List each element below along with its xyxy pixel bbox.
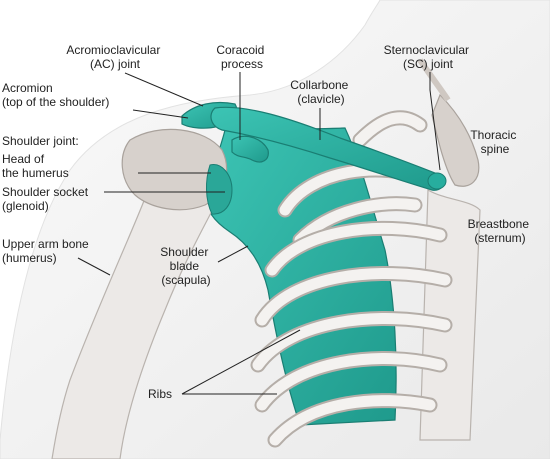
- sc-joint: [427, 172, 447, 190]
- coracoid: [231, 135, 269, 163]
- label-shoulder-joint: Shoulder joint:: [2, 134, 79, 148]
- ribs-group: [250, 110, 453, 448]
- label-upper-arm: Upper arm bone (humerus): [2, 237, 92, 265]
- labels: Acromioclavicular (AC) joint Coracoid pr…: [2, 43, 533, 401]
- sternum: [419, 188, 481, 441]
- humerus: [51, 128, 228, 459]
- label-scapula: Shoulder blade (scapula): [160, 245, 211, 287]
- label-ribs: Ribs: [148, 387, 172, 401]
- glenoid: [206, 164, 233, 215]
- label-head-humerus: Head of the humerus: [2, 152, 69, 180]
- label-coracoid: Coracoid process: [216, 43, 267, 71]
- leader-lines: [77, 72, 441, 395]
- thoracic-spine: [417, 58, 480, 187]
- label-ac-joint: Acromioclavicular (AC) joint: [66, 43, 163, 71]
- clavicle: [210, 106, 445, 191]
- label-thoracic: Thoracic spine: [470, 128, 519, 156]
- label-sc-joint: Sternoclavicular (SC) joint: [384, 43, 473, 71]
- label-breastbone: Breastbone (sternum): [468, 217, 533, 245]
- label-collarbone: Collarbone (clavicle): [290, 78, 351, 106]
- label-acromion: Acromion (top of the shoulder): [2, 81, 109, 109]
- label-socket: Shoulder socket (glenoid): [2, 185, 91, 213]
